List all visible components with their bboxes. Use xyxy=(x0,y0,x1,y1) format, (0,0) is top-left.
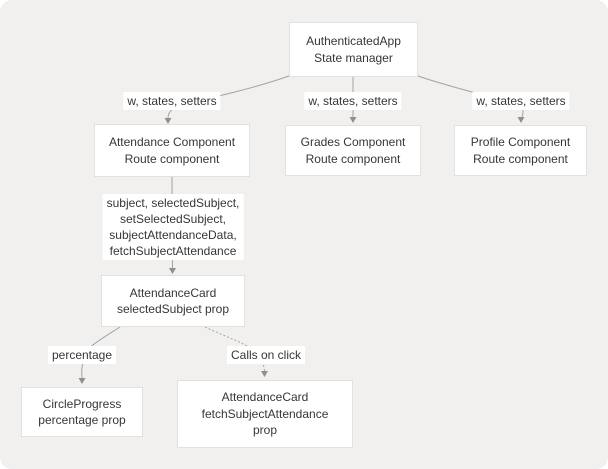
node-text-line: State manager xyxy=(314,50,393,65)
node-text-line: Profile Component xyxy=(470,135,571,149)
arrowhead-grades xyxy=(349,117,357,123)
node-text-line: Attendance Component xyxy=(108,135,236,149)
node-text-line: Route component xyxy=(305,151,401,166)
edge-label-text: setSelectedSubject, xyxy=(119,212,227,226)
edge-label-text: subjectAttendanceData, xyxy=(109,228,237,242)
node-text-line: selectedSubject prop xyxy=(116,302,230,316)
node-profile-component: Profile Component Route component xyxy=(454,125,587,176)
arrowhead-attendancecard xyxy=(169,268,176,274)
node-text-line: percentage prop xyxy=(38,413,126,427)
node-text-line: Route component xyxy=(124,151,220,166)
edge-label-text: fetchSubjectAttendance xyxy=(109,244,237,258)
node-authenticated-app: AuthenticatedApp State manager xyxy=(289,22,418,77)
edge-label-text: Calls on click xyxy=(230,348,302,362)
edge-label-app-to-profile: w, states, setters xyxy=(472,92,570,110)
arrowhead-profile xyxy=(517,117,525,123)
node-text-line: AuthenticatedApp xyxy=(306,34,401,48)
arrowhead-circleprogress xyxy=(78,378,86,384)
node-attendance-card-fetch: AttendanceCard fetchSubjectAttendance pr… xyxy=(177,380,353,448)
edge-label-card-to-circle: percentage xyxy=(47,346,117,364)
node-text-line: prop xyxy=(252,423,278,438)
edge-label-attendance-to-card: subject, selectedSubject, setSelectedSub… xyxy=(102,194,244,260)
node-circle-progress: CircleProgress percentage prop xyxy=(21,387,143,437)
arrowhead-attendance xyxy=(164,118,172,124)
edge-label-app-to-attendance: w, states, setters xyxy=(123,92,221,110)
edge-label-text: w, states, setters xyxy=(127,94,217,108)
edge-label-text: percentage xyxy=(51,348,113,362)
node-text-line: AttendanceCard xyxy=(129,285,217,300)
node-text-line: Grades Component xyxy=(300,135,406,149)
edge-label-text: w, states, setters xyxy=(308,94,398,108)
node-text-line: AttendanceCard xyxy=(221,390,309,405)
edge-card-to-fetch-dotted xyxy=(204,326,265,372)
node-text-line: Route component xyxy=(473,151,568,166)
edge-label-app-to-grades: w, states, setters xyxy=(304,92,402,110)
edge-label-text: subject, selectedSubject, xyxy=(106,196,240,210)
edge-label-text: w, states, setters xyxy=(476,94,566,108)
node-attendance-card: AttendanceCard selectedSubject prop xyxy=(101,275,245,327)
node-grades-component: Grades Component Route component xyxy=(285,125,421,176)
arrowhead-fetch xyxy=(261,371,268,377)
node-text-line: CircleProgress xyxy=(42,396,122,411)
node-attendance-component: Attendance Component Route component xyxy=(94,124,250,177)
edge-label-card-to-fetch: Calls on click xyxy=(226,346,306,364)
node-text-line: fetchSubjectAttendance xyxy=(201,406,329,421)
